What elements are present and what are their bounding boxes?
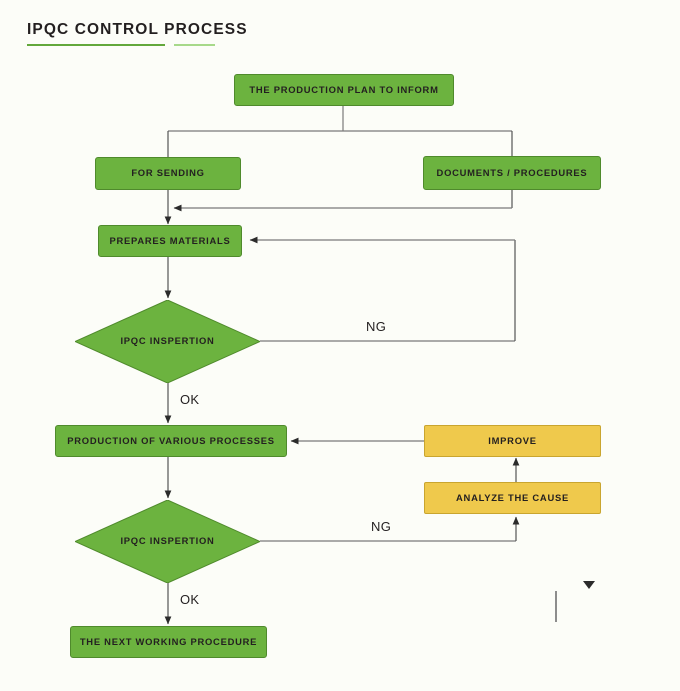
diamond-shape-1 xyxy=(75,300,260,383)
edge-label-ok-upper: OK xyxy=(180,392,200,407)
node-analyze-the-cause[interactable]: ANALYZE THE CAUSE xyxy=(424,482,601,514)
page-title: IPQC CONTROL PROCESS xyxy=(27,21,248,38)
node-improve[interactable]: IMPROVE xyxy=(424,425,601,457)
node-next-working-procedure-label: THE NEXT WORKING PROCEDURE xyxy=(79,635,258,647)
node-prepares-materials-label: PREPARES MATERIALS xyxy=(109,234,231,246)
node-documents-procedures[interactable]: DOCUMENTS / PROCEDURES xyxy=(423,156,601,190)
node-for-sending[interactable]: FOR SENDING xyxy=(95,157,241,190)
title-underline-accent xyxy=(174,44,215,46)
title-block: IPQC CONTROL PROCESS xyxy=(27,21,248,46)
edge-label-ok-lower: OK xyxy=(180,592,200,607)
node-next-working-procedure[interactable]: THE NEXT WORKING PROCEDURE xyxy=(70,626,267,658)
node-documents-procedures-label: DOCUMENTS / PROCEDURES xyxy=(436,166,588,178)
diamond-shape-2 xyxy=(75,500,260,583)
node-production-plan-label: THE PRODUCTION PLAN TO INFORM xyxy=(249,83,439,95)
node-ipqc-inspection-2[interactable]: IPQC INSPERTION xyxy=(75,500,260,583)
node-ipqc-inspection-2-label: IPQC INSPERTION xyxy=(120,535,215,547)
stray-caret-icon xyxy=(583,581,595,589)
node-production-plan[interactable]: THE PRODUCTION PLAN TO INFORM xyxy=(234,74,454,106)
node-ipqc-inspection-1-label: IPQC INSPERTION xyxy=(120,335,215,347)
node-production-processes[interactable]: PRODUCTION OF VARIOUS PROCESSES xyxy=(55,425,287,457)
title-underline-main xyxy=(27,44,165,46)
node-analyze-the-cause-label: ANALYZE THE CAUSE xyxy=(456,491,569,503)
node-production-processes-label: PRODUCTION OF VARIOUS PROCESSES xyxy=(67,434,275,446)
node-for-sending-label: FOR SENDING xyxy=(131,167,205,179)
stray-vertical-rule xyxy=(555,591,557,622)
edge-label-ng-lower: NG xyxy=(371,519,392,534)
node-prepares-materials[interactable]: PREPARES MATERIALS xyxy=(98,225,242,257)
node-improve-label: IMPROVE xyxy=(488,434,537,446)
edge-label-ng-upper: NG xyxy=(366,319,387,334)
node-ipqc-inspection-1[interactable]: IPQC INSPERTION xyxy=(75,300,260,383)
